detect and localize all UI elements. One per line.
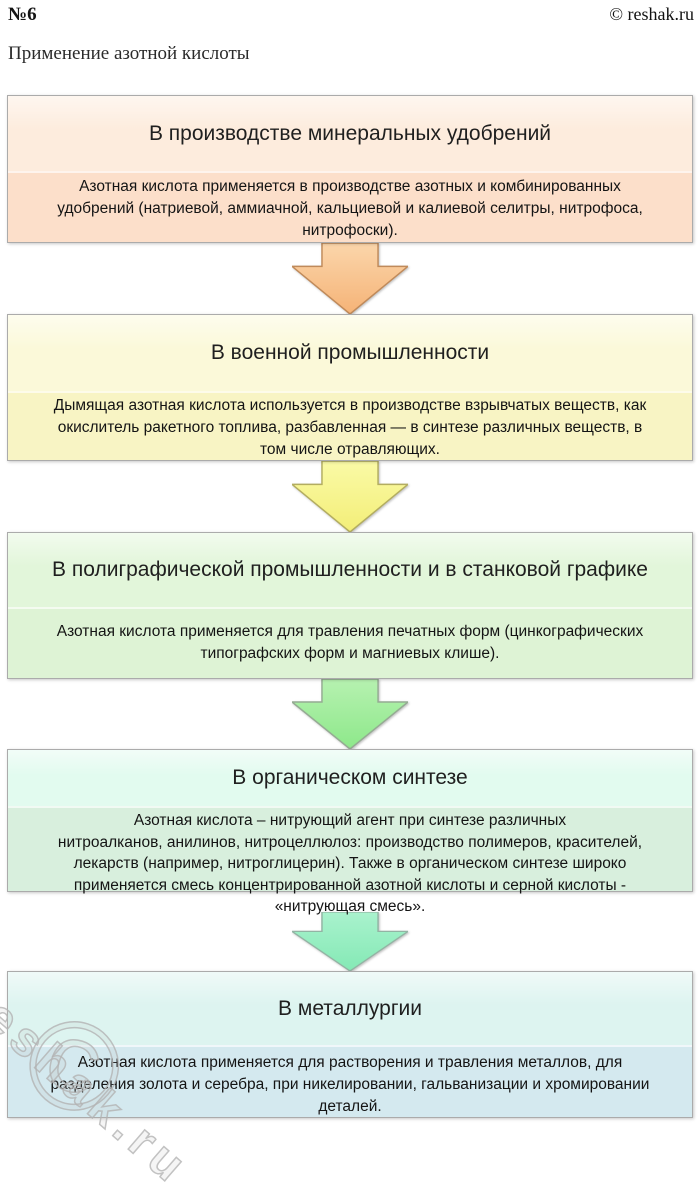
flowchart: В производстве минеральных удобрений Азо… — [0, 95, 700, 1118]
document-header: №6 © reshak.ru — [0, 0, 700, 26]
block-title: В производстве минеральных удобрений — [8, 96, 692, 171]
block-description: Азотная кислота – нитрующий агент при си… — [8, 806, 692, 915]
arrow-down-icon — [292, 461, 408, 532]
block-description: Дымящая азотная кислота используется в п… — [8, 391, 692, 460]
flow-block-metallurgy: В металлургии Азотная кислота применяетс… — [7, 971, 693, 1118]
block-title: В военной промышленности — [8, 315, 692, 391]
flow-block-military-industry: В военной промышленности Дымящая азотная… — [7, 314, 693, 461]
arrow-down-icon — [292, 243, 408, 314]
page-title: Применение азотной кислоты — [8, 43, 250, 64]
block-title: В металлургии — [8, 972, 692, 1045]
task-number: №6 — [8, 4, 37, 25]
copyright-label: © reshak.ru — [609, 4, 694, 24]
block-description: Азотная кислота применяется в производст… — [8, 171, 692, 242]
arrow-down-icon — [292, 912, 408, 971]
block-description: Азотная кислота применяется для травлени… — [8, 607, 692, 678]
arrow-down-icon — [292, 679, 408, 749]
flow-block-printing-industry: В полиграфической промышленности и в ста… — [7, 532, 693, 679]
block-title: В полиграфической промышленности и в ста… — [8, 533, 692, 607]
block-description: Азотная кислота применяется для растворе… — [8, 1045, 692, 1117]
block-title: В органическом синтезе — [8, 750, 692, 806]
flow-block-mineral-fertilizers: В производстве минеральных удобрений Азо… — [7, 95, 693, 243]
flow-block-organic-synthesis: В органическом синтезе Азотная кислота –… — [7, 749, 693, 915]
